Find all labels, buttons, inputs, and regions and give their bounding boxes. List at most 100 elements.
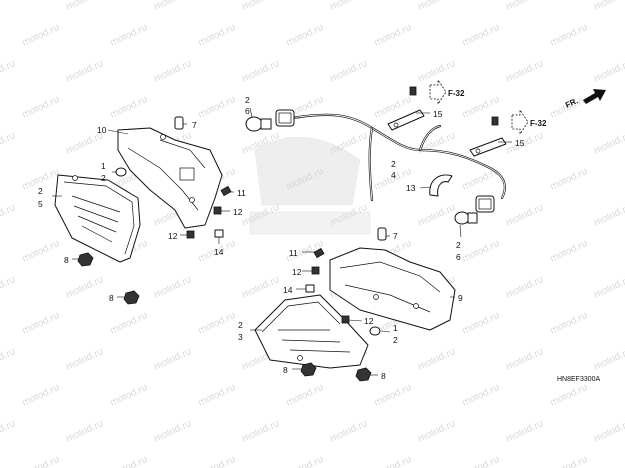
watermark-text: motod.ru: [549, 382, 589, 409]
nut-right-b: [355, 367, 372, 382]
nut-14-left: [214, 229, 224, 238]
watermark-text: motod.ru: [0, 58, 17, 85]
watermark-text: motod.ru: [109, 310, 149, 337]
watermark-text: motod.ru: [373, 22, 413, 49]
bulb-lower: [454, 211, 478, 225]
watermark-text: motod.ru: [417, 202, 457, 229]
watermark-text: motod.ru: [549, 166, 589, 193]
watermark-text: motod.ru: [329, 418, 369, 445]
watermark-text: motod.ru: [197, 310, 237, 337]
callout-2-left-grommet: 2: [101, 173, 106, 183]
clip-11-left: [220, 185, 232, 197]
nut-left-a: [77, 252, 94, 267]
callout-1-right: 1: [393, 323, 398, 333]
diagram-code: HN8EF3300A: [557, 376, 601, 383]
watermark-text: motod.ru: [461, 238, 501, 265]
watermark-text: motod.ru: [241, 418, 281, 445]
callout-8-right-a: 8: [283, 365, 288, 375]
callout-6-upper-bulb: 6: [245, 106, 250, 116]
watermark-text: motod.ru: [109, 94, 149, 121]
watermark-text: motod.ru: [0, 0, 17, 13]
callout-15-upper: 15: [433, 109, 443, 119]
watermark-text: motod.ru: [505, 202, 545, 229]
watermark-text: motod.ru: [65, 58, 105, 85]
watermark-text: motod.ru: [153, 58, 193, 85]
watermark-text: motod.ru: [153, 274, 193, 301]
watermark-text: motod.ru: [153, 0, 193, 13]
ref-label-upper: F-32: [448, 89, 465, 98]
screw-12-right-a: [311, 266, 320, 275]
wire-clamp: [429, 174, 453, 197]
reference-f32-upper: F-32: [429, 78, 465, 106]
lamp-bracket-right: [329, 247, 456, 331]
background-logo: [249, 136, 371, 235]
callout-12-left-a: 12: [233, 207, 243, 217]
watermark-text: motod.ru: [505, 130, 545, 157]
callout-14-right: 14: [283, 285, 293, 295]
watermark-text: motod.ru: [593, 130, 625, 157]
bolt-left: [174, 116, 184, 130]
watermark-text: motod.ru: [241, 0, 281, 13]
watermark-text: motod.ru: [21, 310, 61, 337]
watermark-text: motod.ru: [329, 0, 369, 13]
watermark-text: motod.ru: [417, 346, 457, 373]
clip-screw-upper: [409, 86, 417, 96]
watermark-text: motod.ru: [21, 22, 61, 49]
watermark-text: motod.ru: [505, 274, 545, 301]
front-arrow-icon: [583, 89, 606, 104]
watermark-text: motod.ru: [153, 346, 193, 373]
watermark-text: motod.ru: [241, 274, 281, 301]
watermark-text: motod.ru: [417, 58, 457, 85]
callout-2-left-lens: 2: [38, 186, 43, 196]
watermark-text: motod.ru: [197, 22, 237, 49]
watermark-text: motod.ru: [505, 58, 545, 85]
callout-2-upper-bulb: 2: [245, 95, 250, 105]
callout-14-left: 14: [214, 247, 224, 257]
bulb-upper: [245, 116, 272, 132]
watermark-text: motod.ru: [65, 418, 105, 445]
callout-12-right-b: 12: [364, 316, 374, 326]
front-direction-indicator: FR.: [564, 89, 606, 110]
watermark-text: motod.ru: [21, 238, 61, 265]
watermark-text: motod.ru: [505, 418, 545, 445]
watermark-text: motod.ru: [65, 274, 105, 301]
callout-1-left: 1: [101, 161, 106, 171]
screw-12-left-a: [213, 206, 222, 215]
callout-3: 3: [238, 332, 243, 342]
watermark-text: motod.ru: [109, 22, 149, 49]
callout-8-left-a: 8: [64, 255, 69, 265]
screw-12-left-b: [186, 230, 195, 239]
watermark-text: motod.ru: [21, 382, 61, 409]
callout-8-right-b: 8: [381, 371, 386, 381]
watermark-text: motod.ru: [153, 418, 193, 445]
callout-6-lower-bulb: 6: [456, 252, 461, 262]
watermark-text: motod.ru: [593, 418, 625, 445]
callout-5: 5: [38, 199, 43, 209]
ref-label-lower: F-32: [530, 119, 547, 128]
screw-12-right-b: [341, 315, 350, 324]
callout-7-right: 7: [393, 231, 398, 241]
watermark-text: motod.ru: [109, 382, 149, 409]
watermark-text: motod.ru: [197, 382, 237, 409]
grommet-left: [115, 167, 127, 177]
watermark-text: motod.ru: [373, 382, 413, 409]
nut-left-b: [123, 290, 140, 305]
watermark-text: motod.ru: [549, 22, 589, 49]
watermark-text: motod.ru: [593, 58, 625, 85]
lamp-lens-right: [254, 294, 369, 369]
bulb-socket-lower: [475, 195, 495, 213]
clip-screw-lower: [491, 116, 499, 126]
callout-11-right: 11: [289, 248, 298, 258]
lamp-lens-left: [54, 174, 141, 263]
watermark-text: motod.ru: [0, 346, 17, 373]
watermark-text: motod.ru: [417, 0, 457, 13]
callout-15-lower: 15: [515, 138, 525, 148]
watermark-text: motod.ru: [0, 418, 17, 445]
watermark-text: motod.ru: [285, 22, 325, 49]
watermark-text: motod.ru: [65, 0, 105, 13]
watermark-text: motod.ru: [549, 238, 589, 265]
nut-14-right: [305, 284, 315, 293]
watermark-text: motod.ru: [505, 346, 545, 373]
grommet-right: [369, 326, 381, 336]
